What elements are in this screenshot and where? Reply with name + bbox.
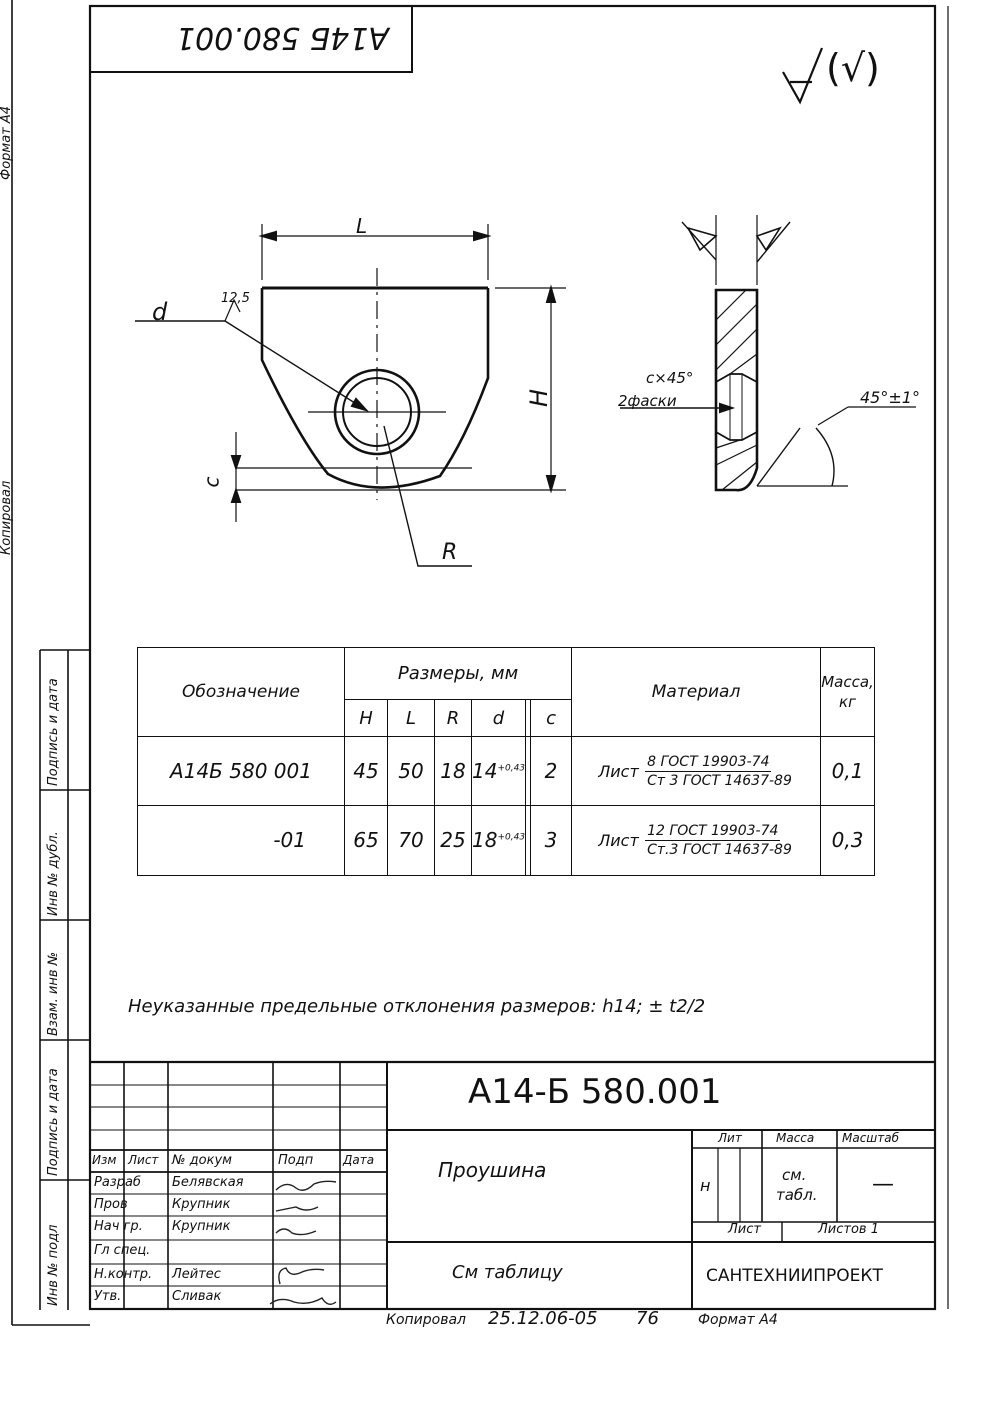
lug-front-view [135, 224, 566, 567]
col-header-list: Лист [128, 1153, 159, 1167]
footer-format: Формат А4 [698, 1312, 778, 1328]
cell-l: 70 [387, 804, 435, 877]
chamfer-label: c×45° [646, 369, 694, 387]
col-c: c [530, 699, 573, 738]
role-label: Нач гр. [94, 1219, 143, 1234]
material-ref: См таблицу [452, 1262, 563, 1283]
cell-mass: 0,1 [820, 736, 875, 806]
cell-d: 18+0,43 [470, 804, 527, 877]
side-label-sign-date-2: Подпись и дата [46, 678, 61, 786]
role-label: Н.контр. [94, 1267, 153, 1282]
material-sheet: 12 ГОСТ 19903-74 [645, 822, 781, 841]
side-label-inv-dup: Инв № дубл. [46, 831, 61, 916]
angle-label: 45°±1° [860, 388, 920, 407]
cell-mass: 0,3 [820, 804, 875, 877]
material-prefix: Лист [598, 761, 639, 781]
d-tolerance: +0,43 [497, 763, 526, 774]
table-row: -01 65 70 25 18+0,43 3 Лист 12 ГОСТ 1990… [137, 804, 875, 877]
roughness-mark: (√) [826, 46, 880, 90]
footer-copied-num: 76 [636, 1308, 659, 1329]
designation-box [90, 6, 413, 73]
role-label: Гл спец. [94, 1243, 151, 1258]
footer-copied: Копировал [386, 1312, 466, 1328]
col-header-izm: Изм [92, 1153, 117, 1167]
role-name: Крупник [172, 1197, 231, 1212]
col-r: R [434, 699, 472, 738]
scale-value: — [872, 1172, 894, 1197]
scale-header: Масштаб [842, 1131, 900, 1145]
col-d: d [470, 699, 527, 738]
row-designation: -01 [137, 804, 345, 877]
row-designation: А14Б 580 001 [137, 736, 345, 806]
dimension-label-l: L [356, 214, 368, 238]
col-header-date: Дата [343, 1153, 375, 1167]
header-mass: Масса, кг [820, 646, 875, 738]
tolerance-note: Неуказанные предельные отклонения размер… [128, 996, 706, 1017]
col-h: H [344, 699, 388, 738]
document-code: А14-Б 580.001 [468, 1072, 722, 1112]
lug-side-view [620, 215, 916, 492]
side-label-sign-date: Подпись и дата [46, 1068, 61, 1176]
header-sizes: Размеры, мм [343, 646, 573, 701]
mass-value-1: см. [782, 1166, 807, 1184]
material-steel: Ст 3 ГОСТ 14637-89 [647, 772, 792, 789]
role-label: Пров [94, 1197, 128, 1212]
organization: САНТЕХНИИПРОЕКТ [706, 1266, 883, 1286]
header-designation: Обозначение [137, 646, 345, 738]
spec-table: Обозначение Размеры, мм Материал Масса, … [137, 646, 875, 877]
material-sheet: 8 ГОСТ 19903-74 [645, 753, 772, 772]
side-label-copy: Копировал [0, 480, 14, 555]
cell-c: 2 [530, 736, 573, 806]
material-prefix: Лист [598, 830, 639, 850]
sheets-label: Листов 1 [818, 1222, 879, 1237]
dimension-label-c: c [199, 476, 224, 488]
cell-h: 65 [344, 804, 388, 877]
material-steel: Ст.3 ГОСТ 14637-89 [647, 841, 792, 858]
mass-value-2: табл. [776, 1186, 818, 1204]
role-label: Разраб [94, 1175, 141, 1190]
side-label-inv-orig: Инв № подл [46, 1224, 61, 1306]
side-label-format: Формат А4 [0, 105, 14, 180]
dimension-label-h: H [525, 388, 554, 408]
dimension-label-d: d [152, 298, 168, 326]
table-row: А14Б 580 001 45 50 18 14+0,43 2 Лист 8 Г… [137, 736, 875, 806]
role-name: Белявская [172, 1175, 244, 1190]
cell-h: 45 [344, 736, 388, 806]
d-tolerance: +0,43 [497, 832, 526, 843]
signatures [269, 1180, 337, 1305]
d-value: 18 [472, 828, 498, 853]
role-name: Лейтес [172, 1267, 221, 1282]
d-value: 14 [472, 759, 498, 784]
cell-d: 14+0,43 [470, 736, 527, 806]
sheet-label: Лист [728, 1222, 761, 1237]
mass-header: Масса [776, 1131, 815, 1145]
header-material: Материал [571, 646, 822, 738]
part-name: Проушина [438, 1158, 547, 1182]
lit-value: н [700, 1176, 711, 1195]
cell-c: 3 [530, 804, 573, 877]
cell-r: 18 [434, 736, 472, 806]
footer-copied-date: 25.12.06-05 [488, 1308, 598, 1329]
cell-r: 25 [434, 804, 472, 877]
role-name: Крупник [172, 1219, 231, 1234]
chamfer-count-label: 2фаски [618, 392, 677, 410]
role-name: Сливак [172, 1289, 222, 1304]
sheet-frame [88, 4, 937, 1311]
stamp-number: А14Б 580.001 [176, 20, 389, 55]
col-l: L [387, 699, 435, 738]
roughness-value: 12,5 [221, 291, 250, 306]
roughness-symbol [782, 47, 824, 105]
col-header-sign: Подп [278, 1153, 314, 1168]
col-header-doc: № докум [172, 1153, 232, 1168]
side-label-replace-inv: Взам. инв № [46, 951, 61, 1036]
cell-l: 50 [387, 736, 435, 806]
role-label: Утв. [94, 1289, 122, 1304]
lit-header: Лит [718, 1131, 742, 1145]
dimension-label-r: R [442, 540, 458, 565]
title-block-lines [90, 1060, 935, 1309]
